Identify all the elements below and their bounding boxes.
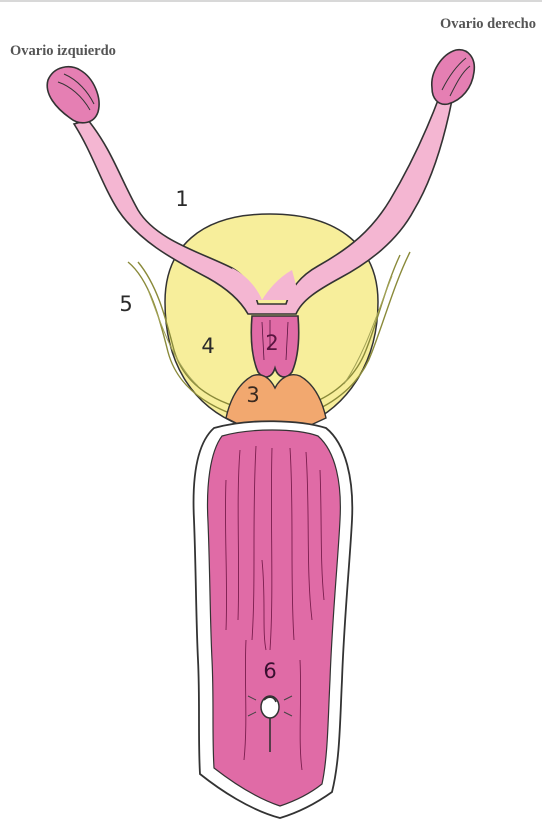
label-number-1: 1 bbox=[167, 189, 197, 210]
label-number-2: 2 bbox=[257, 333, 287, 354]
label-number-6: 6 bbox=[255, 661, 285, 682]
left-ovary bbox=[47, 67, 99, 123]
right-ovary-label: Ovario derecho bbox=[440, 17, 536, 32]
label-number-3: 3 bbox=[238, 385, 268, 406]
label-number-5: 5 bbox=[111, 294, 141, 315]
right-ovary bbox=[432, 50, 475, 105]
label-number-4: 4 bbox=[193, 336, 223, 357]
left-ovary-label: Ovario izquierdo bbox=[10, 44, 116, 59]
